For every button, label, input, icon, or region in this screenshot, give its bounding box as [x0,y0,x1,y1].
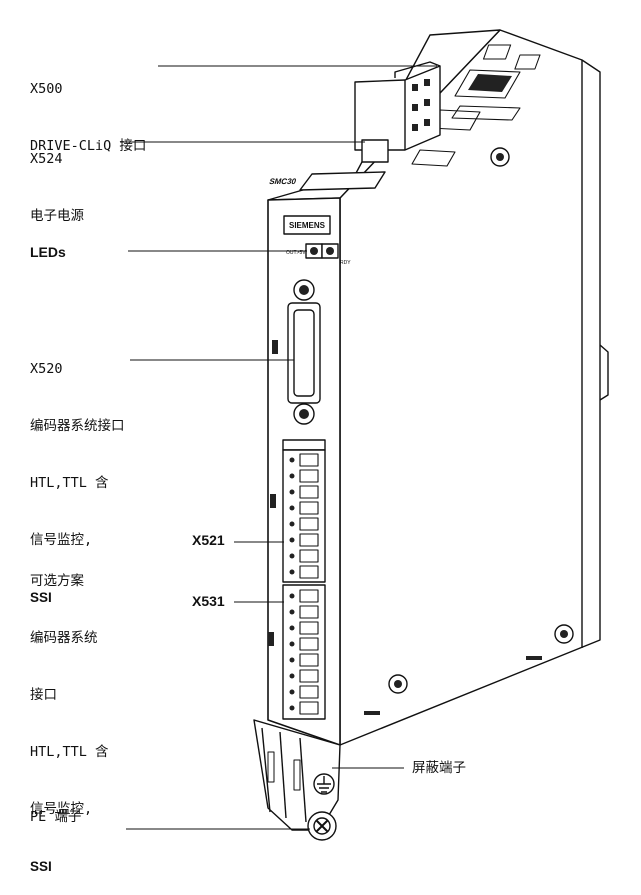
side-screw-icons [388,147,574,694]
label-pe: PE 端子 [30,809,82,825]
label-shield: 屏蔽端子 [412,760,466,776]
side-slot-marks [364,656,542,715]
led-block [305,243,339,259]
top-vents [411,44,541,167]
label-x524-desc: 电子电源 [30,208,84,224]
label-x520-ssi: SSI [30,590,52,605]
label-x521: X521 [192,532,225,548]
label-x524-code: X524 [30,151,63,167]
label-option-monitor: 信号监控, [30,801,93,817]
x521-terminals [289,453,319,579]
label-leds: LEDs [30,244,66,260]
label-x500-code: X500 [30,81,63,97]
label-option-title: 可选方案 [30,573,84,589]
pe-screw-icon [307,811,337,841]
device-side-step [599,344,609,401]
led-rdy-label: RDY [340,260,351,266]
led-out-label: OUT>5V [286,250,306,256]
device-drawing: SMC30 SIEMENS OUT>5V RDY [120,29,609,841]
brand-plate [283,215,331,235]
brand-name: SIEMENS [289,221,326,230]
x520-dsub-connector [272,279,321,425]
x500-connector [354,61,441,163]
label-x531: X531 [192,593,225,609]
label-x520-desc: 编码器系统接口 [30,418,125,434]
label-x520-code: X520 [30,361,63,377]
label-option-interface: 接口 [30,687,57,703]
ground-symbol-icon [313,773,335,795]
label-x520-monitor: 信号监控, [30,532,93,548]
label-option-htl: HTL,TTL 含 [30,744,109,760]
leader-lines [120,65,437,830]
led-rdy-icon [326,247,334,255]
label-x524: X524 电子电源 [30,112,84,245]
label-option-encoder: 编码器系统 [30,630,98,646]
x531-terminals [289,589,319,715]
label-x520: X520 编码器系统接口 HTL,TTL 含 信号监控, SSI [30,322,125,626]
model-name: SMC30 [268,177,297,186]
label-x520-htl: HTL,TTL 含 [30,475,109,491]
led-out-icon [310,247,318,255]
model-plate [299,171,386,191]
